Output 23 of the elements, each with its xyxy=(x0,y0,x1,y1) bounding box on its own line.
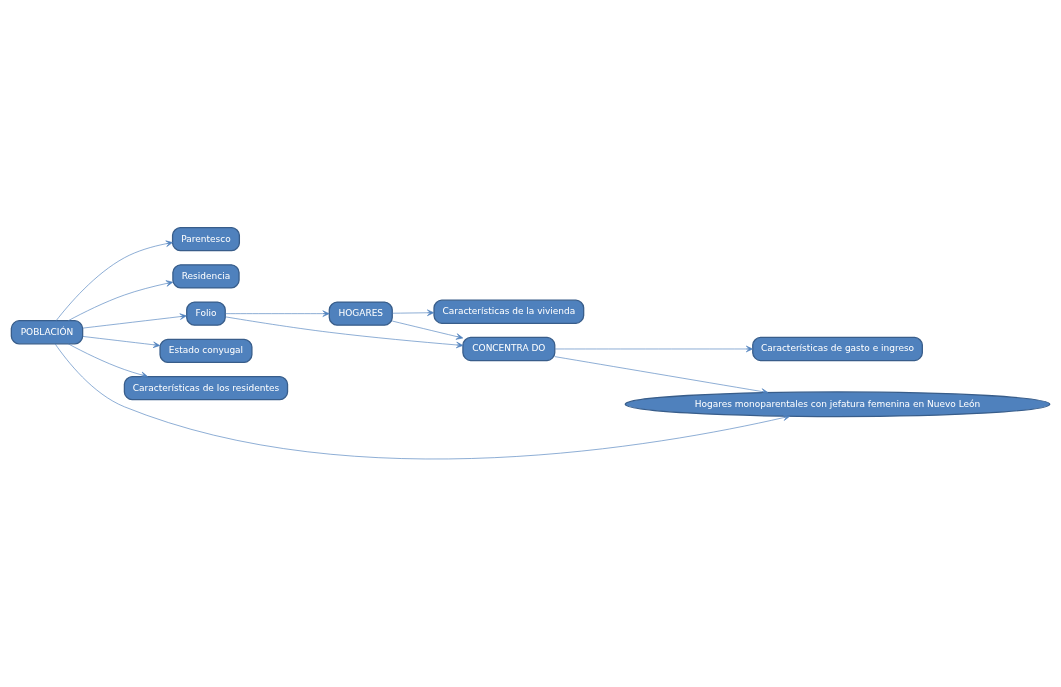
arrow xyxy=(67,280,174,321)
node-box: HOGARES xyxy=(328,301,393,326)
arrow xyxy=(392,309,435,316)
arrow xyxy=(554,356,769,395)
node-box: Residencia xyxy=(172,264,240,289)
node-box: Folio xyxy=(186,301,226,326)
node-box: POBLACIÓN xyxy=(10,320,84,345)
node-box: Parentesco xyxy=(171,226,240,252)
arrow xyxy=(224,316,464,349)
node-box: CONCENTRA DO xyxy=(462,336,556,362)
arrow xyxy=(392,320,464,340)
arrow xyxy=(82,313,187,329)
arrow xyxy=(55,240,173,321)
arrow xyxy=(225,310,330,317)
node-ellipse: Hogares monoparentales con jefatura femenina en Nuevo León xyxy=(624,391,1051,418)
arrow xyxy=(82,336,161,348)
node-box: Características de gasto e ingreso xyxy=(752,336,923,362)
arrow xyxy=(67,343,148,378)
arrow xyxy=(554,345,753,353)
node-box: Características de los residentes xyxy=(123,375,289,401)
arrow xyxy=(54,343,791,460)
node-box: Estado conyugal xyxy=(159,338,253,364)
node-box: Características de la vivienda xyxy=(433,299,585,324)
